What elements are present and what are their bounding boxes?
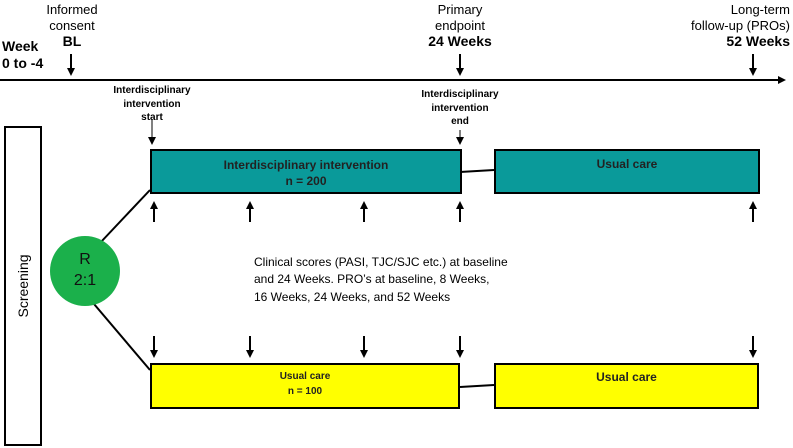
control-followup-text: Usual care [596,370,657,384]
intervention-to-usualcare-line [459,169,495,173]
intervention-followup-text: Usual care [596,157,658,171]
intervention-arm-box: Interdisciplinary intervention n = 200 [150,149,462,194]
week24-label: 24 Weeks [428,33,492,50]
randomization-letter: R [79,251,91,269]
assessment-description: Clinical scores (PASI, TJC/SJC etc.) at … [254,255,508,304]
control-arm-n: n = 100 [287,385,323,397]
intervention-arm-n: n = 200 [285,173,327,188]
week-label: Week 0 to -4 [2,38,43,72]
randomization-ratio: 2:1 [73,272,97,289]
baseline-label: BL [62,33,82,50]
control-to-usualcare-line [459,384,495,388]
control-arm-box: Usual care n = 100 [150,363,460,409]
primary-endpoint-label: Primary endpoint 24 Weeks [428,2,492,50]
intervention-end-label: Interdisciplinary intervention end [421,89,499,127]
control-arm-text: Usual care n = 100 [152,370,458,399]
screening-label: Screening [15,254,31,318]
informed-consent-label: Informed consent BL [46,2,98,50]
rand-to-intervention-line [99,189,151,244]
long-term-followup-label: Long-term follow-up (PROs) 52 Weeks [691,2,790,50]
rand-to-control-line [93,303,151,371]
week52-label: 52 Weeks [726,33,790,50]
screening-box: Screening [4,126,42,446]
week-range: 0 to -4 [2,54,44,71]
control-arm-title: Usual care [279,371,331,382]
control-followup-box: Usual care [494,363,759,409]
intervention-followup-box: Usual care [494,149,760,194]
intervention-arm-title: Interdisciplinary intervention [223,158,389,172]
week-title: Week [2,38,39,54]
intervention-arm-text: Interdisciplinary intervention n = 200 [152,158,460,189]
randomization-circle: R 2:1 [50,236,120,306]
intervention-start-label: Interdisciplinary intervention start [113,85,191,123]
